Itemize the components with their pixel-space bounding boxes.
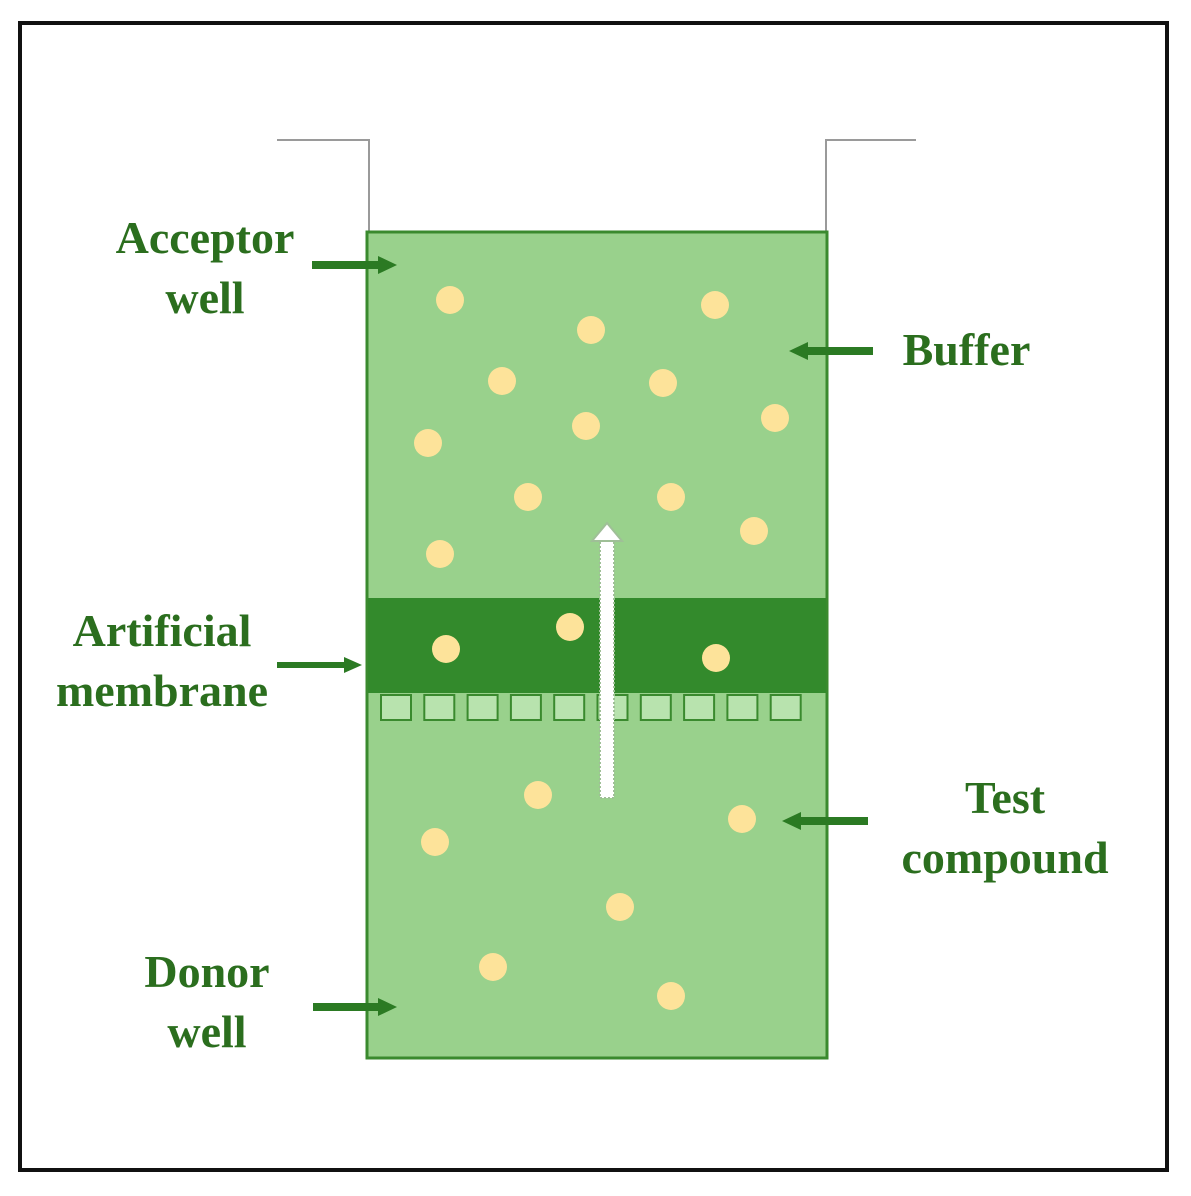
test-compound-dot [514,483,542,511]
permeation-arrow [589,521,625,799]
acceptor-arrow [312,256,397,274]
acceptor-well-label-line2: well [165,272,245,323]
test-compound-dot [572,412,600,440]
permeation-arrow-head [589,521,625,542]
test-compound-dot [702,644,730,672]
test-compound-dot [761,404,789,432]
test-compound-dot [657,982,685,1010]
test-compound-dot [649,369,677,397]
filter-pore [639,694,672,721]
test-compound-dot [657,483,685,511]
donor-well-label-line2: well [167,1006,247,1057]
test-compound-dot [426,540,454,568]
acceptor-well-label-line1: Acceptor [115,212,295,263]
filter-pore [509,694,542,721]
test-compound-dot [488,367,516,395]
compound-dots [414,286,789,1010]
test-compound-dot [479,953,507,981]
filter-pore [553,694,586,721]
test-compound-dot [701,291,729,319]
test-compound-dot [414,429,442,457]
filter-pore [726,694,759,721]
membrane-arrow [277,657,362,673]
test-compound-dot [524,781,552,809]
test-compound-dot [606,893,634,921]
permeation-arrow-shaft [599,539,615,799]
artificial-membrane-label-line2: membrane [55,665,269,716]
pointer-arrows [277,256,873,1016]
test-compound-dot [421,828,449,856]
test-compound-arrow [782,812,868,830]
buffer-label: Buffer [884,320,1049,380]
donor-well-label-line1: Donor [144,946,270,997]
filter-pore [466,694,499,721]
filter-pore [423,694,456,721]
filter-pores [380,694,802,721]
test-compound-dot [728,805,756,833]
test-compound-dot [432,635,460,663]
filter-pore [769,694,802,721]
acceptor-well-label: Acceptor well [100,208,310,328]
artificial-membrane-label: Artificial membrane [32,601,292,721]
test-compound-label-line2: compound [901,832,1109,883]
donor-well-label: Donor well [112,942,302,1062]
filter-pore [380,694,412,721]
test-compound-dot [436,286,464,314]
artificial-membrane-label-line1: Artificial [72,605,252,656]
test-compound-dot [577,316,605,344]
filter-pore [683,694,716,721]
donor-arrow [313,998,397,1016]
rim-right [825,139,916,232]
plate-rim [277,139,916,232]
test-compound-dot [556,613,584,641]
test-compound-label-line1: Test [964,772,1046,823]
buffer-label-text: Buffer [902,324,1031,375]
test-compound-dot [740,517,768,545]
buffer-arrow [789,342,873,360]
rim-left [277,139,370,232]
test-compound-label: Test compound [880,768,1130,888]
